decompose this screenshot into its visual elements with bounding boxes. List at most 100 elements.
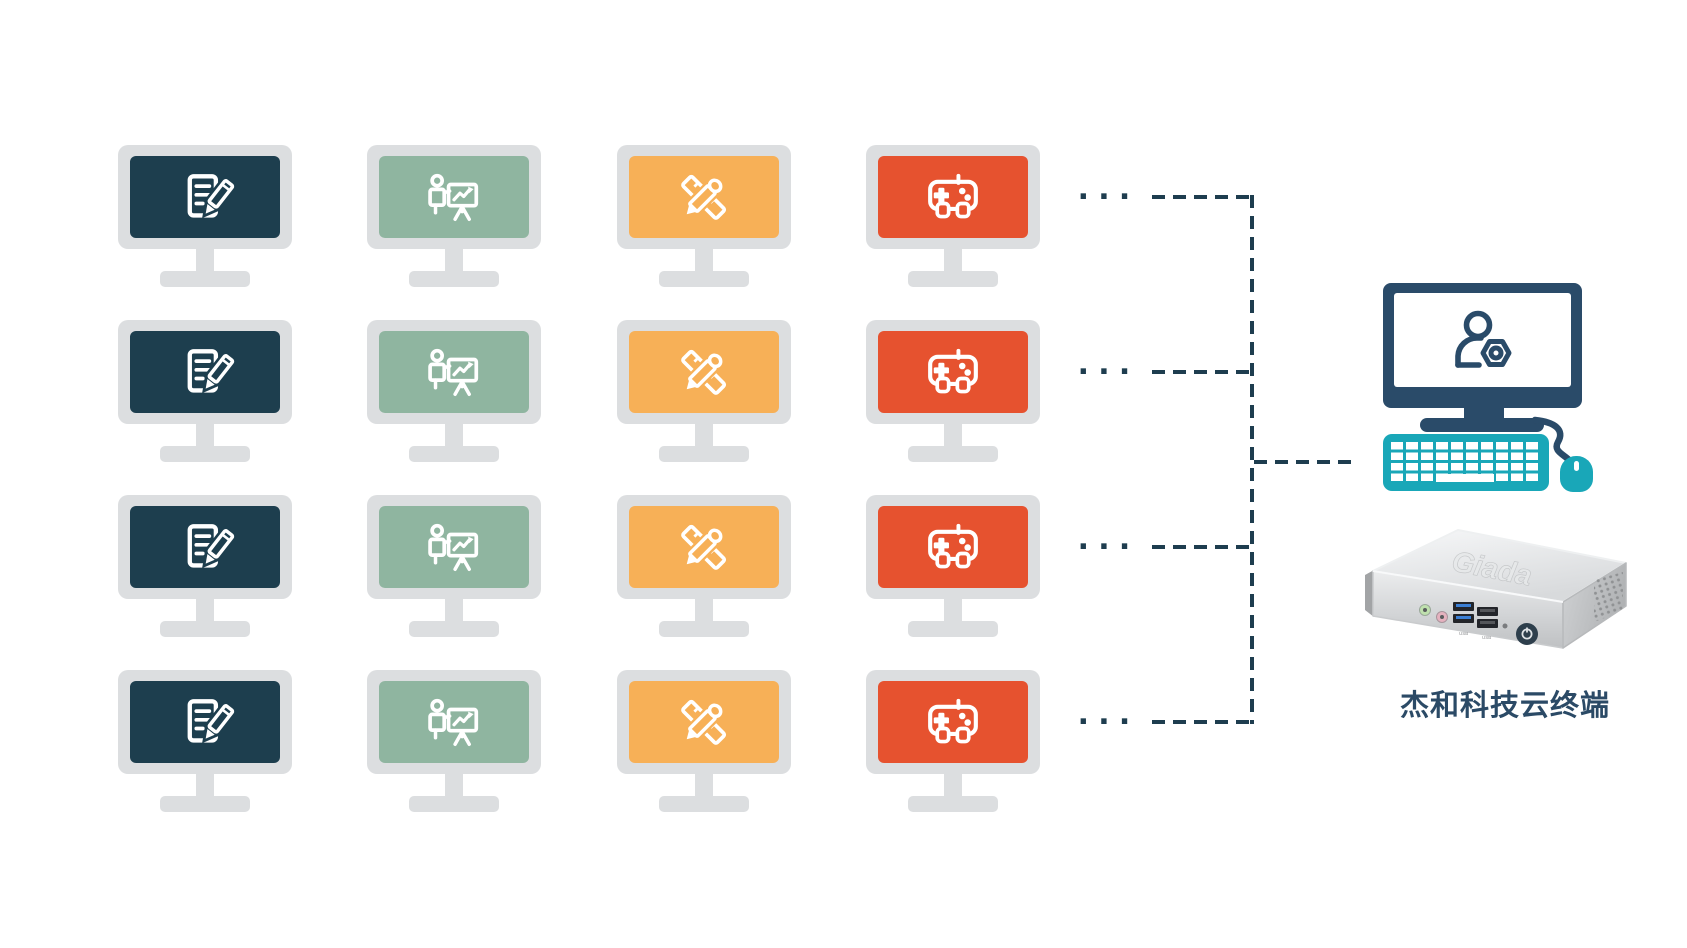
office-monitor <box>118 320 292 462</box>
gamepad-icon <box>922 697 984 747</box>
cloud-terminal-device: Giada USB USB <box>1365 529 1627 649</box>
document-edit-icon <box>174 347 236 397</box>
monitor-base <box>659 446 749 462</box>
presentation-chart-icon <box>423 347 485 397</box>
presentation-monitor-screen <box>379 506 529 588</box>
ruler-pencil-icon <box>673 347 735 397</box>
user-gear-icon <box>1447 309 1519 371</box>
presentation-monitor <box>367 670 541 812</box>
terminal-monitor-screen <box>1394 293 1571 387</box>
terminal-keyboard <box>1383 434 1549 491</box>
monitor-base <box>659 621 749 637</box>
presentation-monitor-screen <box>379 331 529 413</box>
monitor-stand <box>944 597 962 623</box>
design-monitor <box>617 320 791 462</box>
monitor-base <box>409 271 499 287</box>
monitor-stand <box>695 772 713 798</box>
presentation-monitor <box>367 495 541 637</box>
monitor-base <box>659 796 749 812</box>
dashed-connector-row-1 <box>1152 195 1254 199</box>
monitor-base <box>908 446 998 462</box>
monitor-stand <box>445 422 463 448</box>
document-edit-icon <box>174 522 236 572</box>
monitor-stand <box>196 247 214 273</box>
document-edit-icon <box>174 697 236 747</box>
monitor-stand <box>445 597 463 623</box>
dashed-connector-row-4 <box>1152 720 1254 724</box>
monitor-base <box>160 271 250 287</box>
monitor-base <box>409 796 499 812</box>
power-button <box>1516 623 1538 645</box>
design-monitor <box>617 670 791 812</box>
presentation-monitor <box>367 145 541 287</box>
design-monitor-screen <box>629 331 779 413</box>
keyboard-keys <box>1391 442 1541 483</box>
monitor-base <box>908 621 998 637</box>
spacebar-key <box>1436 474 1494 482</box>
monitor-stand <box>445 247 463 273</box>
gaming-monitor <box>866 670 1040 812</box>
monitor-base <box>409 621 499 637</box>
led-hole <box>1502 623 1508 629</box>
design-monitor-screen <box>629 681 779 763</box>
terminal-monitor <box>1383 283 1582 408</box>
more-monitors-ellipsis: ··· <box>1078 701 1140 743</box>
front-edge-highlight <box>1372 570 1564 603</box>
dashed-connector-row-2 <box>1152 370 1254 374</box>
device-logo: Giada <box>1449 546 1534 593</box>
presentation-chart-icon <box>423 522 485 572</box>
document-edit-icon <box>174 172 236 222</box>
office-monitor-screen <box>130 506 280 588</box>
terminal-mouse <box>1560 456 1593 492</box>
presentation-chart-icon <box>423 697 485 747</box>
monitor-stand <box>196 422 214 448</box>
more-monitors-ellipsis: ··· <box>1078 526 1140 568</box>
vent-holes <box>1594 572 1623 622</box>
mouse-scroll-wheel <box>1574 461 1579 471</box>
design-monitor <box>617 495 791 637</box>
gaming-monitor-screen <box>878 681 1028 763</box>
dashed-connector-row-3 <box>1152 545 1254 549</box>
gaming-monitor-screen <box>878 506 1028 588</box>
mouse-cable <box>1531 416 1573 464</box>
presentation-chart-icon <box>423 172 485 222</box>
monitor-base <box>908 271 998 287</box>
monitor-stand <box>944 422 962 448</box>
more-monitors-ellipsis: ··· <box>1078 351 1140 393</box>
design-monitor-screen <box>629 156 779 238</box>
usb-label: USB <box>1482 635 1491 640</box>
ruler-pencil-icon <box>673 172 735 222</box>
gamepad-icon <box>922 172 984 222</box>
gaming-monitor <box>866 145 1040 287</box>
monitor-stand <box>695 247 713 273</box>
front-ports: USB USB <box>1419 602 1538 645</box>
ruler-pencil-icon <box>673 522 735 572</box>
device-caption: 杰和科技云终端 <box>1400 690 1611 722</box>
presentation-monitor <box>367 320 541 462</box>
office-monitor <box>118 495 292 637</box>
monitor-stand <box>196 597 214 623</box>
device-left-edge <box>1365 570 1374 617</box>
monitor-stand <box>445 772 463 798</box>
monitor-base <box>659 271 749 287</box>
gaming-monitor-screen <box>878 331 1028 413</box>
monitor-base <box>908 796 998 812</box>
office-monitor-screen <box>130 156 280 238</box>
terminal-monitor-base <box>1420 418 1544 432</box>
office-monitor <box>118 670 292 812</box>
office-monitor <box>118 145 292 287</box>
ruler-pencil-icon <box>673 697 735 747</box>
monitor-stand <box>196 772 214 798</box>
gamepad-icon <box>922 522 984 572</box>
dashed-branch-to-terminal <box>1254 460 1354 464</box>
monitor-stand <box>944 247 962 273</box>
gaming-monitor <box>866 495 1040 637</box>
monitor-stand <box>944 772 962 798</box>
design-monitor-screen <box>629 506 779 588</box>
monitor-base <box>160 796 250 812</box>
gaming-monitor-screen <box>878 156 1028 238</box>
monitor-base <box>160 446 250 462</box>
dashed-trunk-line <box>1250 195 1254 724</box>
monitor-stand <box>695 597 713 623</box>
